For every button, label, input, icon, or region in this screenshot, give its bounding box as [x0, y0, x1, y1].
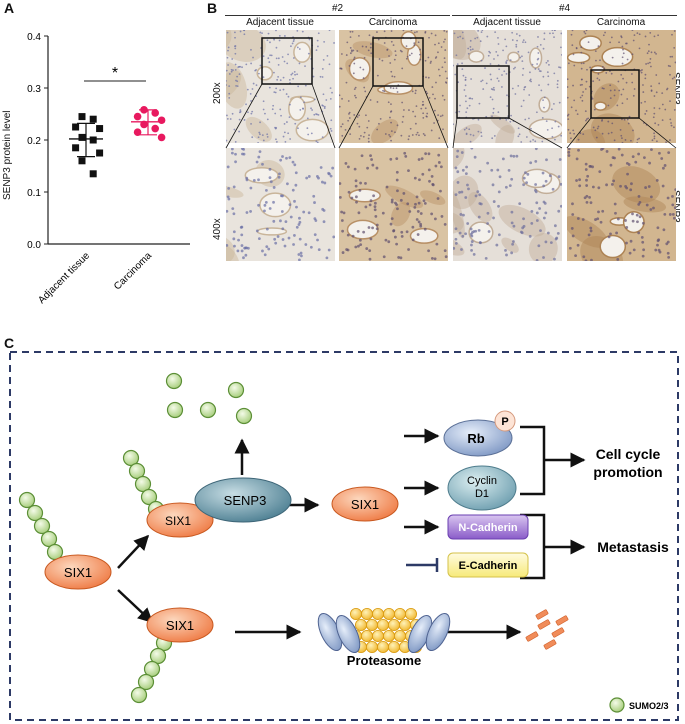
bracket-cell-cycle: [520, 425, 546, 496]
column-header-carcinoma-2: Carcinoma: [368, 17, 418, 28]
data-point: [96, 125, 104, 133]
data-point: [78, 133, 86, 141]
sumo-bead: [122, 449, 140, 467]
sumo-bead: [134, 475, 152, 493]
zoom-box: [372, 37, 424, 87]
y-tick-label: 0.1: [27, 188, 41, 199]
data-point: [72, 123, 80, 131]
six1-to-degrade: [146, 607, 214, 643]
six1-label-bound: SIX1: [165, 514, 191, 528]
group-line-4: [452, 15, 677, 16]
diagram-frame: [9, 351, 679, 721]
sumo-bead: [227, 381, 245, 399]
n-cadherin-label: N-Cadherin: [458, 522, 518, 534]
cell-cycle-label-2: promotion: [593, 464, 662, 480]
six1-label-free: SIX1: [351, 497, 379, 512]
six1-label-left: SIX1: [64, 565, 92, 580]
column-header-adjacent-4: Adjacent tissue: [473, 17, 541, 28]
zoom-box: [456, 65, 510, 119]
degraded-peptides: [525, 609, 569, 650]
sumo-bead: [26, 504, 44, 522]
rb-protein: [443, 419, 513, 457]
data-point: [151, 109, 159, 117]
sumo-bead: [128, 462, 146, 480]
group-header-2: #2: [331, 3, 344, 14]
significance-star: *: [112, 65, 118, 82]
panel-label-a: A: [4, 0, 15, 16]
phospho-badge: [494, 410, 516, 432]
column-header-adjacent-2: Adjacent tissue: [246, 17, 314, 28]
sumo-bead: [165, 372, 183, 390]
zoom-box: [590, 69, 640, 119]
senp3-protein: [194, 477, 292, 523]
arrow-six1-to-sumo: [117, 589, 154, 624]
data-point: [133, 112, 142, 121]
sumo-bead: [235, 407, 253, 425]
metastasis-label: Metastasis: [597, 539, 669, 555]
cell-cycle-label-1: Cell cycle: [596, 446, 661, 462]
data-point: [72, 144, 80, 152]
e-cadherin-label: E-Cadherin: [459, 560, 518, 572]
phospho-label: P: [501, 416, 508, 428]
group-line-2: [225, 15, 450, 16]
panel-label-c: C: [4, 335, 15, 351]
sumo-bead: [18, 491, 36, 509]
y-tick-label: 0.3: [27, 84, 41, 95]
zoom-box: [261, 37, 313, 85]
proteasome-label: Proteasome: [347, 653, 421, 668]
sumo-bead: [166, 401, 184, 419]
legend-sumo-bead: [609, 697, 625, 713]
six1-free: [331, 486, 399, 522]
sumo-bead: [199, 401, 217, 419]
proteasome-complex: [317, 608, 451, 654]
micrograph-400x-4: [567, 148, 676, 261]
panel-label-b: B: [207, 0, 218, 16]
sumo-bead: [149, 647, 167, 665]
cyclin-label: Cyclin: [467, 475, 497, 487]
data-point: [157, 133, 166, 142]
sumo-bead: [130, 686, 148, 704]
y-tick-label: 0.0: [27, 240, 41, 251]
data-point: [78, 157, 86, 165]
data-point: [89, 170, 97, 178]
arrow-six1-to-deconj: [117, 534, 150, 569]
data-point: [151, 124, 159, 133]
data-point: [133, 128, 142, 136]
senp3-label: SENP3: [224, 493, 267, 508]
y-tick-label: 0.2: [27, 136, 41, 147]
six1-sumoylated: [44, 554, 112, 590]
d1-label: D1: [475, 488, 489, 500]
column-header-carcinoma-4: Carcinoma: [596, 17, 646, 28]
n-cadherin-box: [447, 514, 529, 540]
rb-label: Rb: [467, 431, 484, 446]
data-point: [89, 136, 97, 144]
cyclin-d1-protein: [447, 465, 517, 511]
e-cadherin-box: [447, 552, 529, 578]
sumo-bead: [137, 673, 155, 691]
six1-bound: [146, 502, 214, 538]
micrograph-400x-3: [453, 148, 562, 261]
y-tick-label: 0.4: [27, 32, 41, 43]
sumo-bead: [143, 660, 161, 678]
data-point: [78, 113, 86, 121]
sumo-bead: [33, 517, 51, 535]
group-header-4: #4: [558, 3, 571, 14]
data-point: [96, 149, 104, 157]
six1-label-bottom: SIX1: [166, 618, 194, 633]
legend-label: SUMO2/3: [629, 701, 669, 711]
sumo-bead: [140, 488, 158, 506]
micrograph-400x-1: [226, 148, 335, 261]
data-point: [89, 115, 97, 123]
micrograph-400x-2: [339, 148, 448, 261]
sumo-bead: [40, 530, 58, 548]
